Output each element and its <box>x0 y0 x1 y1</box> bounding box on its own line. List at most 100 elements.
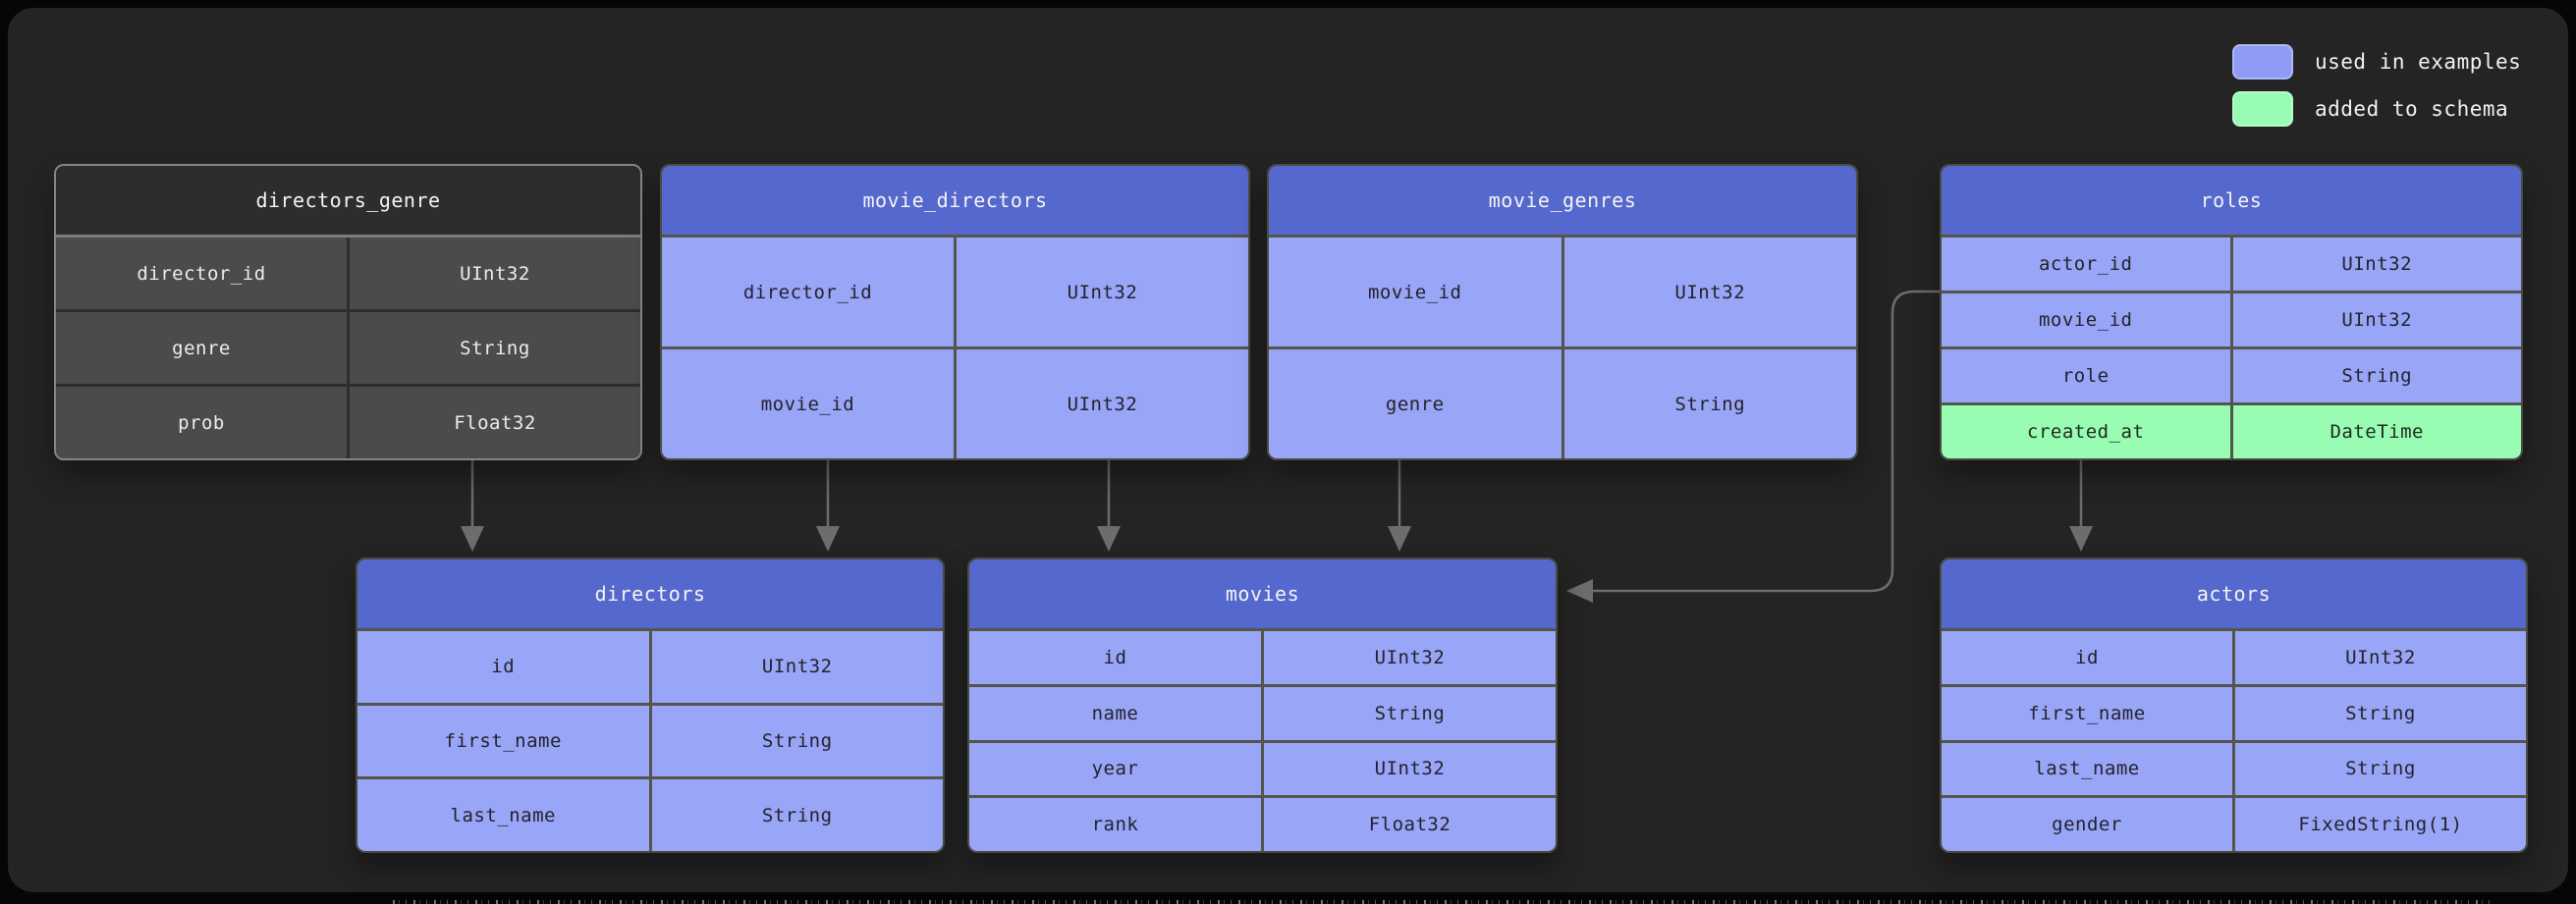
table-directors_genre[interactable]: directors_genre director_id UInt32 genre… <box>54 164 642 460</box>
column-name: id <box>491 656 516 678</box>
column-name: prob <box>178 411 225 434</box>
table-row: movie_id UInt32 <box>1942 291 2521 346</box>
column-type: DateTime <box>2229 405 2522 458</box>
table-row: last_name String <box>357 776 943 851</box>
table-title: roles <box>1942 166 2521 235</box>
table-row: first_name String <box>357 702 944 777</box>
table-title: directors <box>357 559 943 628</box>
column-type: Float32 <box>347 387 640 458</box>
column-name: rank <box>1091 814 1139 836</box>
column-name: first_name <box>444 730 562 752</box>
column-type: UInt32 <box>347 238 640 309</box>
table-roles[interactable]: roles actor_id UInt32 movie_id UInt32 ro… <box>1940 164 2523 460</box>
column-name: last_name <box>450 804 556 826</box>
table-row: genre String <box>56 309 640 384</box>
column-name: actor_id <box>2038 253 2133 275</box>
legend-label: added to schema <box>2315 97 2509 121</box>
table-row: id UInt32 <box>969 631 1556 684</box>
table-title: directors_genre <box>56 166 640 235</box>
legend-swatch-blue <box>2232 44 2293 80</box>
column-type: String <box>1561 349 1857 458</box>
table-row: id UInt32 <box>1942 631 2526 684</box>
table-movies[interactable]: movies id UInt32 name String year UInt32… <box>967 558 1558 853</box>
edge-roles-movies <box>1566 290 1940 603</box>
table-directors[interactable]: directors id UInt32 first_name String la… <box>356 558 945 853</box>
column-type: Float32 <box>1261 798 1556 851</box>
legend-item-added-to-schema: added to schema <box>2232 90 2521 128</box>
table-rows: director_id UInt32 genre String prob Flo… <box>56 235 640 458</box>
table-actors[interactable]: actors id UInt32 first_name String last_… <box>1940 558 2528 853</box>
column-type: UInt32 <box>1561 238 1857 346</box>
table-row: year UInt32 <box>969 739 1556 796</box>
table-row: rank Float32 <box>969 795 1556 851</box>
table-rows: id UInt32 first_name String last_name St… <box>357 628 943 851</box>
edge-movie_genres-movies <box>1388 458 1411 552</box>
table-row: gender FixedString(1) <box>1942 795 2526 851</box>
table-row: role String <box>1942 346 2521 402</box>
legend-swatch-green <box>2232 91 2293 127</box>
column-name: year <box>1091 758 1139 780</box>
edge-roles-actors <box>2069 458 2093 552</box>
column-name: id <box>1103 646 1127 668</box>
edge-movie_directors-directors <box>816 458 840 552</box>
table-title: movies <box>969 559 1556 628</box>
table-row: movie_id UInt32 <box>662 346 1248 458</box>
table-row-added-to-schema: created_at DateTime <box>1942 402 2521 458</box>
column-name: gender <box>2052 814 2122 836</box>
table-title: actors <box>1942 559 2526 628</box>
table-movie_genres[interactable]: movie_genres movie_id UInt32 genre Strin… <box>1267 164 1858 460</box>
column-type: String <box>2232 742 2526 796</box>
column-name: first_name <box>2028 702 2146 724</box>
edge-directors_genre-directors <box>461 458 484 552</box>
table-row: actor_id UInt32 <box>1942 238 2521 291</box>
column-name: movie_id <box>2038 309 2133 331</box>
column-type: String <box>347 312 640 384</box>
table-row: last_name String <box>1942 739 2526 796</box>
table-rows: movie_id UInt32 genre String <box>1269 235 1856 458</box>
table-row: prob Float32 <box>56 384 640 458</box>
table-title: movie_directors <box>662 166 1248 235</box>
column-name: role <box>2061 365 2110 387</box>
edge-movie_directors-movies <box>1097 458 1121 552</box>
legend-item-used-in-examples: used in examples <box>2232 43 2521 80</box>
column-name: movie_id <box>1367 281 1462 303</box>
column-type: String <box>648 779 944 851</box>
column-name: genre <box>1385 393 1445 415</box>
column-type: UInt32 <box>648 631 944 703</box>
column-type: String <box>1261 686 1556 740</box>
table-rows: actor_id UInt32 movie_id UInt32 role Str… <box>1942 235 2521 458</box>
table-row: movie_id UInt32 <box>1269 238 1856 346</box>
column-type: UInt32 <box>954 238 1248 346</box>
column-type: UInt32 <box>1261 631 1556 684</box>
column-name: genre <box>172 337 231 359</box>
legend-label: used in examples <box>2315 50 2522 74</box>
table-rows: id UInt32 first_name String last_name St… <box>1942 628 2526 851</box>
column-type: UInt32 <box>2229 238 2522 291</box>
table-rows: id UInt32 name String year UInt32 rank F… <box>969 628 1556 851</box>
column-name: created_at <box>2027 421 2145 443</box>
table-row: director_id UInt32 <box>662 238 1248 346</box>
column-type: UInt32 <box>1261 742 1556 796</box>
column-type: UInt32 <box>954 349 1248 458</box>
column-name: name <box>1091 702 1139 724</box>
table-movie_directors[interactable]: movie_directors director_id UInt32 movie… <box>660 164 1250 460</box>
legend: used in examples added to schema <box>2232 43 2521 128</box>
column-type: FixedString(1) <box>2232 798 2526 851</box>
table-title: movie_genres <box>1269 166 1856 235</box>
table-rows: director_id UInt32 movie_id UInt32 <box>662 235 1248 458</box>
table-row: director_id UInt32 <box>56 238 640 309</box>
column-name: last_name <box>2034 758 2140 780</box>
column-type: String <box>2229 349 2522 402</box>
table-row: name String <box>969 683 1556 740</box>
column-name: director_id <box>742 281 873 303</box>
column-type: UInt32 <box>2229 293 2522 346</box>
column-type: String <box>648 705 944 777</box>
table-row: first_name String <box>1942 683 2526 740</box>
column-name: director_id <box>137 262 266 285</box>
column-name: movie_id <box>760 393 855 415</box>
table-row: id UInt32 <box>357 631 943 703</box>
column-name: id <box>2075 646 2099 668</box>
column-type: UInt32 <box>2232 631 2526 684</box>
